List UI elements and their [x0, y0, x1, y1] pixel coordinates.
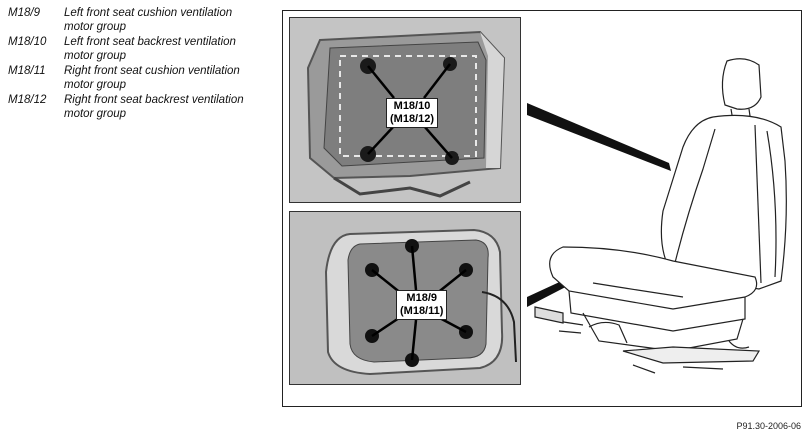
- legend-description: Right front seat cushion ventilation mot…: [64, 65, 240, 91]
- legend-code: M18/9: [8, 7, 40, 19]
- seat-drawing: [523, 51, 801, 391]
- legend: M18/9 Left front seat cushion ventilatio…: [8, 6, 254, 122]
- cushion-motor-callout: M18/9 (M18/11): [396, 290, 448, 320]
- seat-illustration: [534, 58, 787, 374]
- figure-frame: M18/10 (M18/12) M18/9 (M18/11): [282, 10, 802, 407]
- callout-line: (M18/12): [390, 113, 435, 125]
- legend-item: M18/11 Right front seat cushion ventilat…: [8, 64, 254, 92]
- legend-item: M18/9 Left front seat cushion ventilatio…: [8, 6, 254, 34]
- callout-line: (M18/11): [400, 305, 444, 317]
- legend-description: Right front seat backrest ventilation mo…: [64, 94, 244, 120]
- legend-code: M18/10: [8, 36, 47, 48]
- figure-reference: P91.30-2006-06: [736, 421, 801, 431]
- legend-item: M18/12 Right front seat backrest ventila…: [8, 93, 254, 121]
- legend-code: M18/11: [8, 65, 46, 77]
- legend-item: M18/10 Left front seat backrest ventilat…: [8, 35, 254, 63]
- callout-line: M18/10: [393, 100, 431, 112]
- backrest-photo: M18/10 (M18/12): [289, 17, 521, 203]
- legend-code: M18/12: [8, 94, 47, 106]
- cushion-photo: M18/9 (M18/11): [289, 211, 521, 385]
- backrest-motor-callout: M18/10 (M18/12): [386, 98, 439, 128]
- callout-line: M18/9: [406, 292, 437, 304]
- legend-description: Left front seat backrest ventilation mot…: [64, 36, 236, 62]
- legend-description: Left front seat cushion ventilation moto…: [64, 7, 233, 33]
